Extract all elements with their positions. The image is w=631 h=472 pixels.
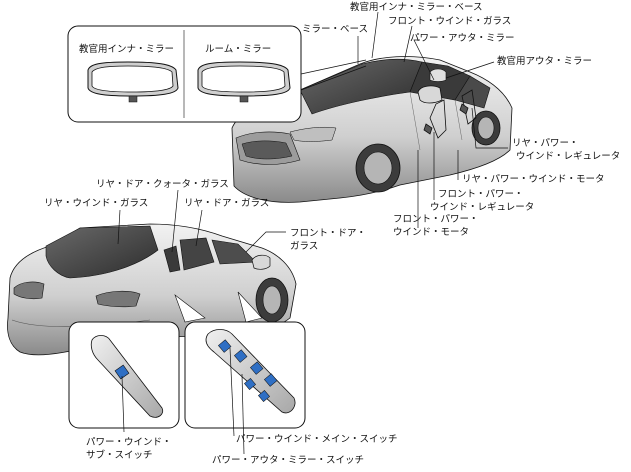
label-room-mirror: ルーム・ミラー <box>205 44 272 55</box>
label-power-window-sub-switch-line1: パワー・ウインド・ <box>86 437 172 448</box>
label-front-window-regulator-line1: フロント・パワー・ <box>438 189 524 200</box>
label-instructor-inner-mirror: 教官用インナ・ミラー <box>79 44 175 55</box>
label-instructor-inner-mirror-base: 教官用インナ・ミラー・ベース <box>350 2 483 13</box>
front-car <box>231 56 513 203</box>
label-rear-quarter-glass: リヤ・ドア・クォータ・ガラス <box>96 179 229 190</box>
label-front-door-glass-line2: ガラス <box>290 241 319 252</box>
label-front-window-motor-line1: フロント・パワー・ <box>393 214 479 225</box>
label-power-outer-mirror: パワー・アウタ・ミラー <box>410 33 515 44</box>
leader-lines <box>117 11 508 455</box>
label-rear-window-regulator-line2: ウインド・レギュレータ <box>516 151 621 162</box>
label-rear-window-regulator-line1: リヤ・パワー・ <box>512 138 579 149</box>
label-power-window-main-switch: パワー・ウインド・メイン・スイッチ <box>236 434 398 445</box>
label-instructor-outer-mirror: 教官用アウタ・ミラー <box>497 56 593 67</box>
mirror-inset <box>67 25 367 123</box>
label-power-outer-mirror-switch: パワー・アウタ・ミラー・スイッチ <box>212 455 365 466</box>
label-rear-window-motor: リヤ・パワー・ウインド・モータ <box>462 174 605 185</box>
label-rear-door-glass: リヤ・ドア・ガラス <box>184 198 270 209</box>
label-front-windshield: フロント・ウインド・ガラス <box>388 16 512 27</box>
sub-switch-inset <box>68 321 180 429</box>
label-rear-window-glass: リヤ・ウインド・ガラス <box>44 198 149 209</box>
label-front-door-glass-line1: フロント・ドア・ <box>290 228 367 239</box>
main-switch-inset <box>184 321 306 429</box>
label-mirror-base: ミラー・ベース <box>302 24 369 35</box>
label-power-window-sub-switch-line2: サブ・スイッチ <box>86 450 153 461</box>
label-front-window-regulator-line2: ウインド・レギュレータ <box>430 202 535 213</box>
label-front-window-motor-line2: ウインド・モータ <box>393 227 470 238</box>
